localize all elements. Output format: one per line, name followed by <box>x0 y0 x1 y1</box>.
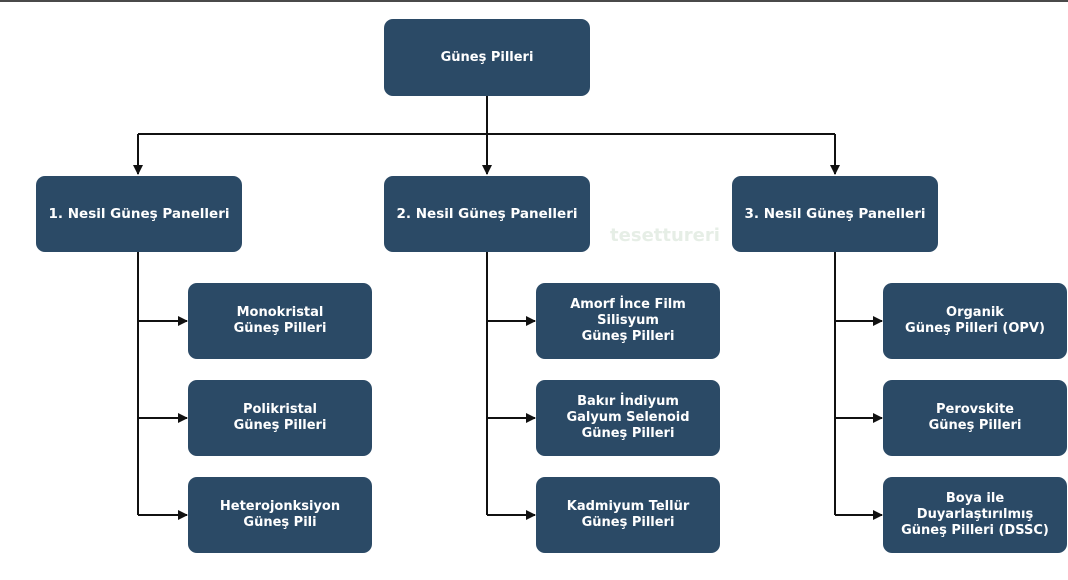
type-node-perovskite: Perovskite Güneş Pilleri <box>883 380 1067 456</box>
type-label: Organik Güneş Pilleri (OPV) <box>905 305 1045 336</box>
type-label: Heterojonksiyon Güneş Pili <box>219 499 341 530</box>
type-node-dssc: Boya ile Duyarlaştırılmış Güneş Pilleri … <box>883 477 1067 553</box>
type-node-polikristal: Polikristal Güneş Pilleri <box>188 380 372 456</box>
generation-2-node: 2. Nesil Güneş Panelleri <box>384 176 590 252</box>
type-node-cdte: Kadmiyum Tellür Güneş Pilleri <box>536 477 720 553</box>
type-node-cigs: Bakır İndiyum Galyum Selenoid Güneş Pill… <box>536 380 720 456</box>
type-node-heterojonksiyon: Heterojonksiyon Güneş Pili <box>188 477 372 553</box>
type-label: Amorf İnce Film Silisyum Güneş Pilleri <box>570 297 686 344</box>
type-node-monokristal: Monokristal Güneş Pilleri <box>188 283 372 359</box>
type-label: Boya ile Duyarlaştırılmış Güneş Pilleri … <box>901 491 1049 538</box>
type-node-organik: Organik Güneş Pilleri (OPV) <box>883 283 1067 359</box>
type-label: Polikristal Güneş Pilleri <box>233 402 327 433</box>
root-node: Güneş Pilleri <box>384 19 590 96</box>
generation-3-label: 3. Nesil Güneş Panelleri <box>744 206 926 222</box>
generation-3-node: 3. Nesil Güneş Panelleri <box>732 176 938 252</box>
generation-1-node: 1. Nesil Güneş Panelleri <box>36 176 242 252</box>
type-label: Kadmiyum Tellür Güneş Pilleri <box>566 499 690 530</box>
type-node-amorf: Amorf İnce Film Silisyum Güneş Pilleri <box>536 283 720 359</box>
top-border-line <box>0 0 1068 2</box>
type-label: Perovskite Güneş Pilleri <box>928 402 1022 433</box>
type-label: Bakır İndiyum Galyum Selenoid Güneş Pill… <box>566 394 690 441</box>
type-label: Monokristal Güneş Pilleri <box>233 305 327 336</box>
root-label: Güneş Pilleri <box>440 49 534 65</box>
generation-1-label: 1. Nesil Güneş Panelleri <box>48 206 230 222</box>
watermark-logo: tesettureri <box>610 225 720 246</box>
generation-2-label: 2. Nesil Güneş Panelleri <box>396 206 578 222</box>
